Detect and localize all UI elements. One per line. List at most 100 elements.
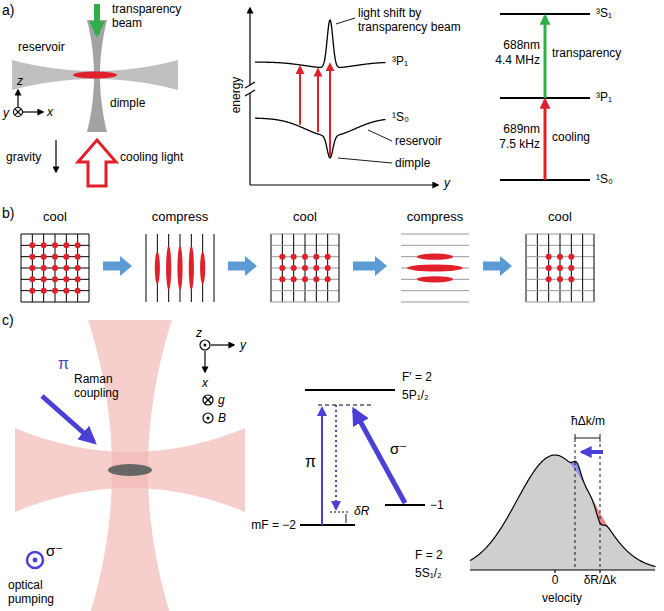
atom [557,265,563,271]
process-arrow [228,256,257,276]
text-label: 7.5 kHz [499,137,540,151]
pi-transition [321,408,323,525]
atom [279,276,285,282]
text-label: x [47,105,53,119]
atom [52,254,58,260]
atom [75,254,81,260]
atom [291,276,297,282]
atom [52,242,58,248]
guide-line [600,444,601,570]
text-label: dimple [395,156,430,170]
atom [279,265,285,271]
text-label: y [3,106,9,120]
atom-cloud [166,246,171,290]
axis [470,569,655,570]
text-label: F = 2 [415,548,443,562]
into-page-symbol [203,395,213,405]
virtual-level [330,512,350,513]
text-label: ¹S₀ [392,110,409,124]
out-of-page-symbol [204,344,207,347]
energy-level [385,504,425,506]
bracket [575,434,576,442]
axis [249,8,250,85]
atom [52,265,58,271]
axis-arrow [23,111,43,112]
text-label: reservoir [18,40,65,54]
lattice-line [339,234,340,302]
text-label: 0 [552,573,559,587]
atom [302,265,308,271]
lattice-line [89,234,90,302]
text-label: ħΔk/m [571,414,605,428]
atom-cloud [155,252,160,284]
text-label: transparency [552,46,621,60]
into-page-symbol [205,397,212,404]
shift-arrow [582,450,603,454]
text-label: σ⁻ [46,542,63,560]
atom [41,288,47,294]
stage-panel: cool [260,209,350,305]
text-label: B [218,411,226,425]
atom [63,276,69,282]
transparency-transition [544,16,547,98]
atom-cloud [417,276,453,282]
atom [41,254,47,260]
out-of-page-symbol [207,417,210,420]
distribution-curve [470,455,656,567]
atom [75,242,81,248]
detuning-mark [346,514,347,523]
atom [325,265,331,271]
atom [568,254,574,260]
atom [29,288,35,294]
axis-break [245,82,255,88]
text-label: velocity [542,591,582,605]
stage-title: compress [135,209,225,225]
bracket [575,438,600,439]
stage-title: compress [390,209,480,225]
lattice-line [594,234,595,302]
lattice-line [526,290,594,291]
lattice-line [146,234,147,302]
text-label: y [240,338,246,352]
pi-transition [335,405,337,509]
text-label: 5S₁/₂ [415,566,442,580]
bracket [600,434,601,442]
atom [568,276,574,282]
text-label: mF = −2 [251,518,296,532]
atom [63,288,69,294]
stage-title: cool [515,209,605,225]
text-label: π [58,354,69,373]
text-label: transparency beam [112,2,192,31]
text-label: 4.4 MHz [495,53,540,67]
axis [250,184,438,185]
text-label: Raman coupling [74,372,134,401]
atom [291,265,297,271]
atom-cloud [189,246,194,290]
lattice-line [21,302,89,303]
text-label: g [218,393,225,407]
text-label: σ⁻ [390,440,407,458]
text-label: x [202,376,208,390]
atom [557,254,563,260]
out-of-page-symbol [33,558,38,563]
atom [29,276,35,282]
text-label: ³S₁ [596,6,612,20]
atom-cloud [177,246,182,290]
into-page-symbol [15,109,21,115]
atom [75,276,81,282]
tick [599,570,600,573]
gravity-arrow [55,140,56,172]
atom-cloud [417,253,453,259]
atom [325,276,331,282]
stage-panel: compress [135,209,225,305]
leader-line [338,158,392,163]
text-label: dimple [110,96,145,110]
text-label: energy [229,77,243,114]
lattice-line [401,245,469,246]
text-label: c) [2,312,14,329]
stage-panel: cool [10,209,100,305]
lattice-line [271,302,339,303]
atom [41,242,47,248]
axis-arrow [17,90,18,107]
